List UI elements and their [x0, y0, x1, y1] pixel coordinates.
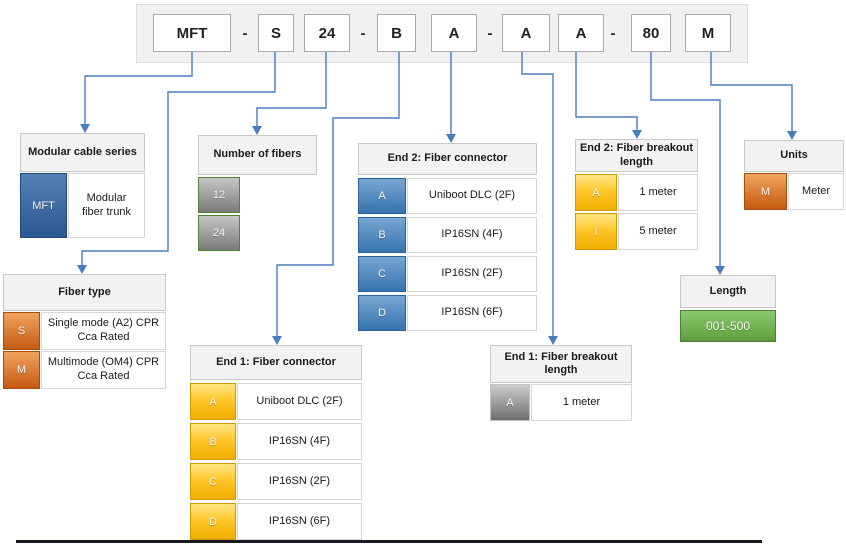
code-cell: S [3, 312, 40, 350]
connector-80-to-length [650, 52, 725, 275]
part-segment: B [377, 14, 416, 52]
code-cell: I [575, 213, 617, 250]
code-cell: D [190, 503, 236, 540]
part-segment: A [431, 14, 477, 52]
description-cell: 1 meter [531, 384, 632, 421]
part-segment: A [502, 14, 550, 52]
box-title: End 1: Fiber breakout length [490, 345, 632, 383]
connector-s-to-fiber-type [77, 52, 276, 274]
box-title: Length [680, 275, 776, 308]
part-segment: 24 [304, 14, 350, 52]
connector-m-to-units [710, 52, 797, 140]
box-length: Length 001-500 [680, 275, 776, 342]
code-cell: 001-500 [680, 310, 776, 342]
code-cell: 24 [198, 215, 240, 251]
connector-24-to-number-of-fibers [252, 52, 327, 135]
box-title: End 2: Fiber breakout length [575, 139, 698, 172]
value-row: 001-500 [680, 310, 776, 342]
value-row: 24 [198, 215, 317, 251]
code-cell: B [190, 423, 236, 460]
code-cell: A [358, 178, 406, 214]
part-segment: M [685, 14, 731, 52]
code-cell: A [190, 383, 236, 420]
description-cell: Single mode (A2) CPR Cca Rated [41, 312, 166, 350]
box-title: Fiber type [3, 274, 166, 311]
code-cell: A [575, 174, 617, 211]
connector-a-to-end2-breakout [575, 52, 642, 139]
description-cell: Modular fiber trunk [68, 173, 145, 238]
bottom-divider-line [16, 540, 762, 543]
code-cell: M [3, 351, 40, 389]
segment-separator: - [487, 24, 493, 42]
description-cell: Multimode (OM4) CPR Cca Rated [41, 351, 166, 389]
box-title: Units [744, 140, 844, 172]
box-title: Number of fibers [198, 135, 317, 175]
part-segment: S [258, 14, 294, 52]
connector-a-to-end1-breakout [521, 52, 558, 345]
part-segment: A [558, 14, 604, 52]
box-title: End 1: Fiber connector [190, 345, 362, 380]
segment-separator: - [360, 24, 366, 42]
connector-b-to-end1-connector [272, 52, 400, 345]
description-cell: Uniboot DLC (2F) [407, 178, 537, 214]
code-cell: M [744, 173, 787, 210]
box-title: End 2: Fiber connector [358, 143, 537, 175]
code-cell: C [190, 463, 236, 500]
part-segment: 80 [631, 14, 671, 52]
description-cell: IP16SN (4F) [237, 423, 362, 460]
code-cell: B [358, 217, 406, 253]
box-title: Modular cable series [20, 133, 145, 172]
description-cell: IP16SN (6F) [237, 503, 362, 540]
segment-separator: - [242, 24, 248, 42]
code-cell: D [358, 295, 406, 331]
code-cell: MFT [20, 173, 67, 238]
description-cell: Uniboot DLC (2F) [237, 383, 362, 420]
description-cell: 1 meter [618, 174, 698, 211]
code-cell: C [358, 256, 406, 292]
description-cell: IP16SN (6F) [407, 295, 537, 331]
description-cell: IP16SN (4F) [407, 217, 537, 253]
description-cell: 5 meter [618, 213, 698, 250]
description-cell: IP16SN (2F) [407, 256, 537, 292]
value-row: 12 [198, 177, 317, 213]
description-cell: Meter [788, 173, 844, 210]
description-cell: IP16SN (2F) [237, 463, 362, 500]
connector-mft-to-series [80, 52, 193, 133]
code-cell: A [490, 384, 530, 421]
part-segment: MFT [153, 14, 231, 52]
segment-separator: - [610, 24, 616, 42]
code-cell: 12 [198, 177, 240, 213]
